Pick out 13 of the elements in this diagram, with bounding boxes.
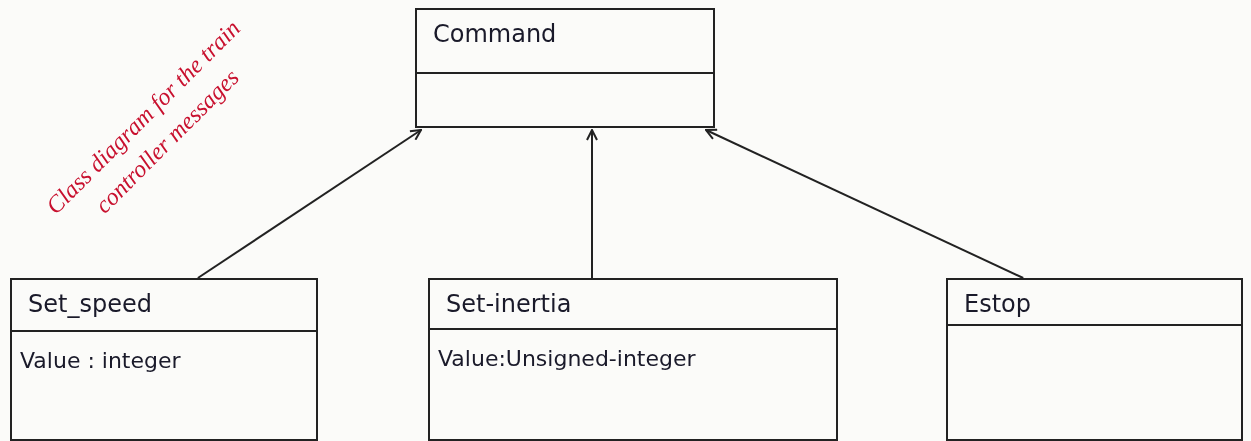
inheritance-arrow bbox=[705, 128, 1025, 279]
class-name: Set_speed bbox=[28, 290, 152, 318]
class-box bbox=[428, 278, 838, 441]
inheritance-arrow bbox=[196, 129, 422, 279]
class-box bbox=[415, 8, 715, 128]
class-name: Set-inertia bbox=[446, 290, 572, 318]
class-box bbox=[946, 278, 1243, 441]
attribute-text: Value:Unsigned-integer bbox=[438, 346, 697, 371]
class-name: Estop bbox=[964, 290, 1031, 318]
class-box bbox=[10, 278, 318, 441]
class-name: Command bbox=[433, 20, 557, 48]
inheritance-arrow bbox=[586, 129, 598, 279]
attribute-text: Value : integer bbox=[20, 348, 182, 373]
